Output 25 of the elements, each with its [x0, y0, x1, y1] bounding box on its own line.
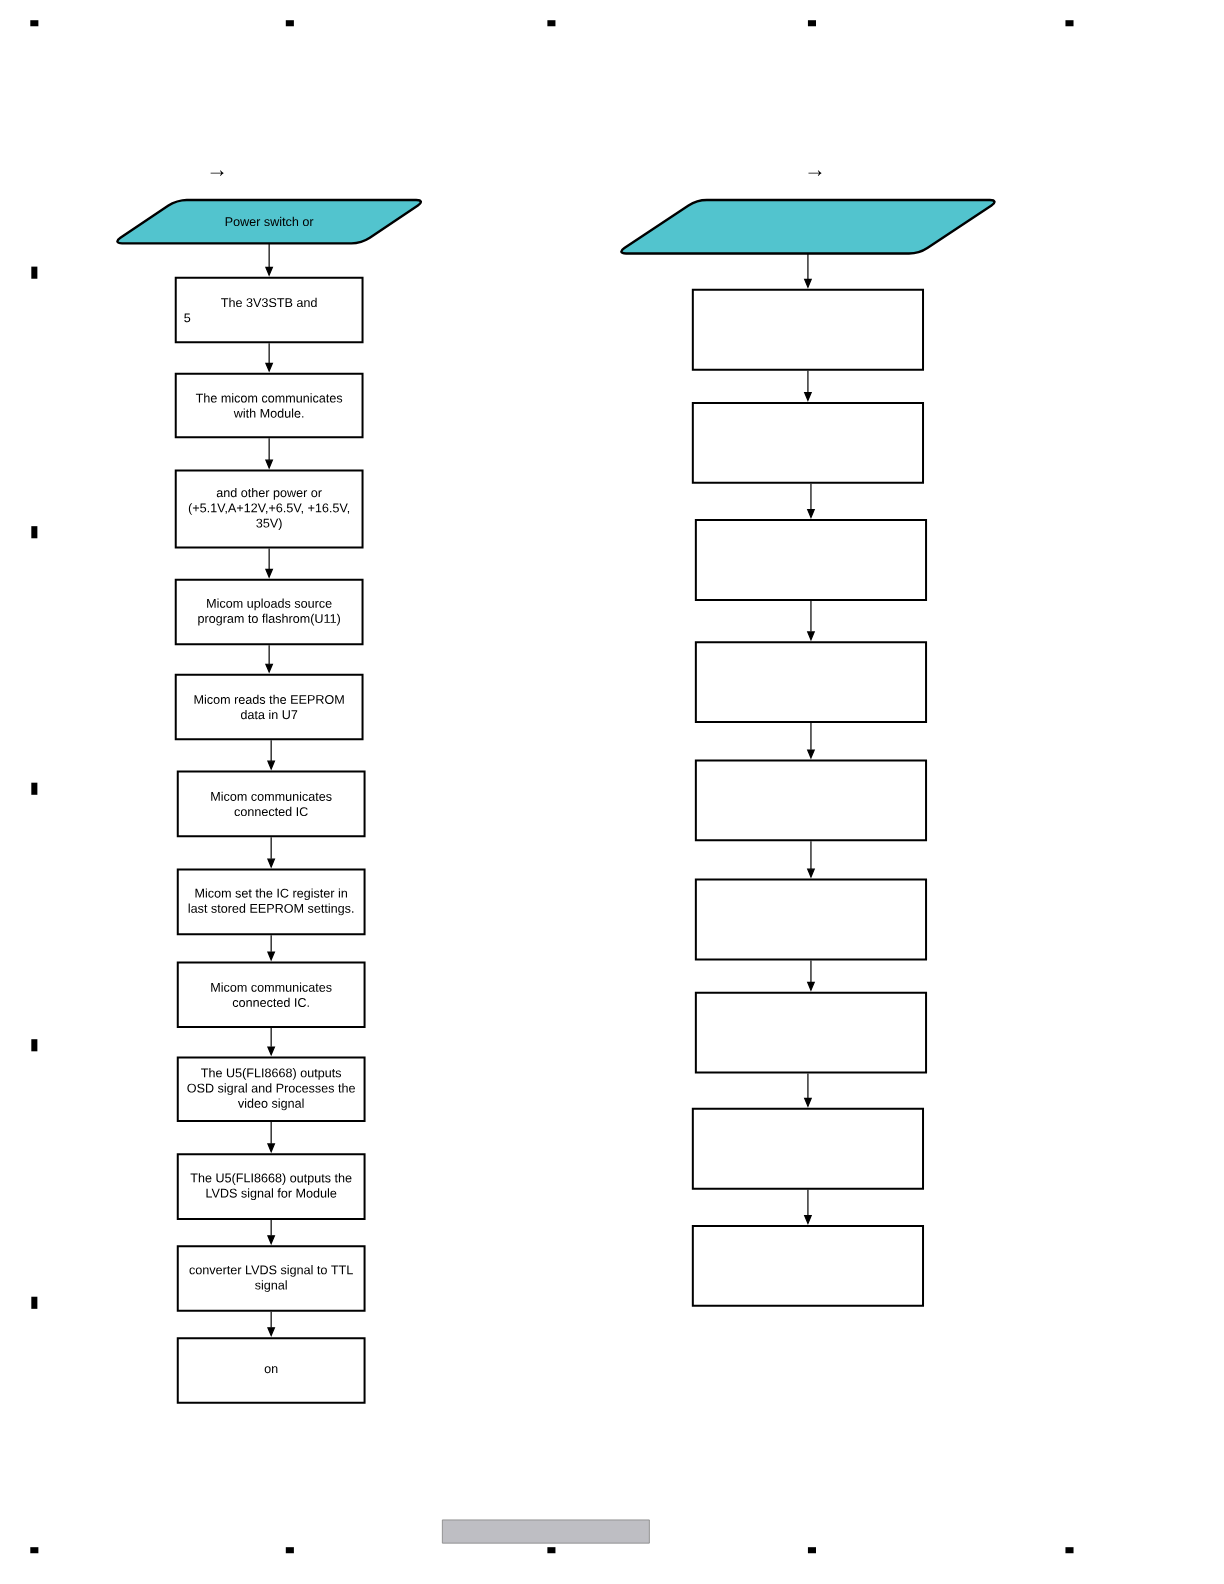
process-box: and other power or (+5.1V,A+12V,+6.5V, +16.5V, 35V)	[174, 469, 364, 549]
process-box	[694, 759, 928, 842]
process-box: The 3V3STB and 5	[174, 276, 364, 344]
process-box	[691, 401, 925, 484]
process-box	[694, 641, 928, 724]
process-box: converter LVDS signal to TTL signal	[176, 1245, 366, 1312]
process-box: Micom communicates connected IC	[176, 770, 366, 838]
process-box	[694, 991, 928, 1074]
process-box: The U5(FLI8668) outputs the LVDS signal for Module	[176, 1153, 366, 1220]
input-parallelogram	[620, 198, 996, 255]
process-box	[691, 1225, 925, 1307]
process-box	[694, 878, 928, 961]
arrow-symbol: →	[808, 170, 822, 176]
arrow-symbol: →	[210, 170, 224, 176]
process-box: Micom uploads source program to flashrom(U11)	[174, 578, 364, 646]
process-box	[691, 288, 925, 371]
process-box: on	[176, 1337, 366, 1404]
process-box	[694, 519, 928, 601]
process-box: The micom communicates with Module.	[174, 372, 364, 439]
process-box: The U5(FLI8668) outputs OSD sigral and Processes the video signal	[176, 1056, 366, 1122]
process-box: Micom set the IC register in last stored EEPROM settings.	[176, 868, 366, 936]
input-parallelogram: Power switch or	[116, 198, 423, 245]
process-box: Micom reads the EEPROM data in U7	[174, 673, 364, 741]
process-box	[691, 1107, 925, 1190]
process-box: Micom communicates connected IC.	[176, 961, 366, 1029]
